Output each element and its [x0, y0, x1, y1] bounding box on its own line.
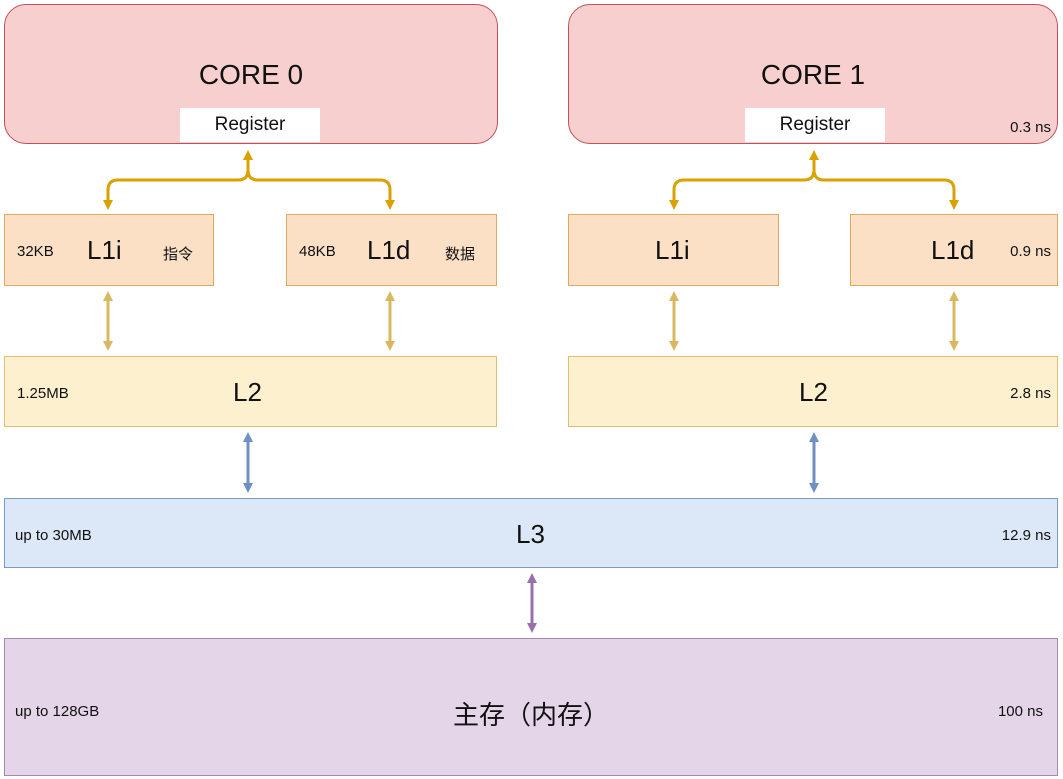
- core0-l1i-size: 32KB: [17, 243, 54, 260]
- core0-l1i-box: 32KB L1i 指令: [4, 214, 214, 286]
- core0-l1i-note: 指令: [163, 245, 194, 263]
- core0-l2-label: L2: [233, 377, 262, 407]
- core0-box: CORE 0 Register: [4, 4, 498, 144]
- memory-size: up to 128GB: [15, 703, 100, 720]
- core1-l2-label: L2: [799, 377, 828, 407]
- core1-l1d-latency: 0.9 ns: [1010, 243, 1051, 260]
- core0-l1d-box: 48KB L1d 数据: [286, 214, 497, 286]
- core1-register: Register: [745, 108, 885, 142]
- core0-register-to-l1-arrow: [103, 150, 395, 210]
- core1-l1i-box: L1i: [568, 214, 779, 286]
- core0-l1d-label: L1d: [367, 235, 411, 265]
- memory-box: up to 128GB 主存（内存） 100 ns: [4, 638, 1058, 776]
- l3-latency: 12.9 ns: [1001, 527, 1051, 544]
- core1-title: CORE 1: [760, 59, 866, 90]
- core1-latency: 0.3 ns: [1010, 119, 1051, 136]
- l3-label: L3: [516, 519, 545, 549]
- core0-l2-size: 1.25MB: [17, 385, 69, 402]
- core0-l1d-note: 数据: [445, 245, 476, 263]
- core0-l2-box: 1.25MB L2: [4, 356, 497, 427]
- memory-label: 主存（内存）: [452, 701, 609, 731]
- core1-l1d-box: L1d 0.9 ns: [850, 214, 1058, 286]
- core1-box: CORE 1 Register 0.3 ns: [568, 4, 1058, 144]
- core0-register: Register: [180, 108, 320, 142]
- core0-l1i-label: L1i: [87, 235, 122, 265]
- l3-box: up to 30MB L3 12.9 ns: [4, 498, 1058, 568]
- core1-l2-box: L2 2.8 ns: [568, 356, 1058, 427]
- core1-l1i-label: L1i: [655, 235, 690, 265]
- memory-latency: 100 ns: [997, 703, 1043, 720]
- l3-size: up to 30MB: [15, 527, 92, 544]
- core1-register-to-l1-arrow: [669, 150, 959, 210]
- core0-title: CORE 0: [198, 59, 304, 90]
- core1-l2-latency: 2.8 ns: [1010, 385, 1051, 402]
- core0-l1d-size: 48KB: [299, 243, 336, 260]
- core1-l1d-label: L1d: [931, 235, 975, 265]
